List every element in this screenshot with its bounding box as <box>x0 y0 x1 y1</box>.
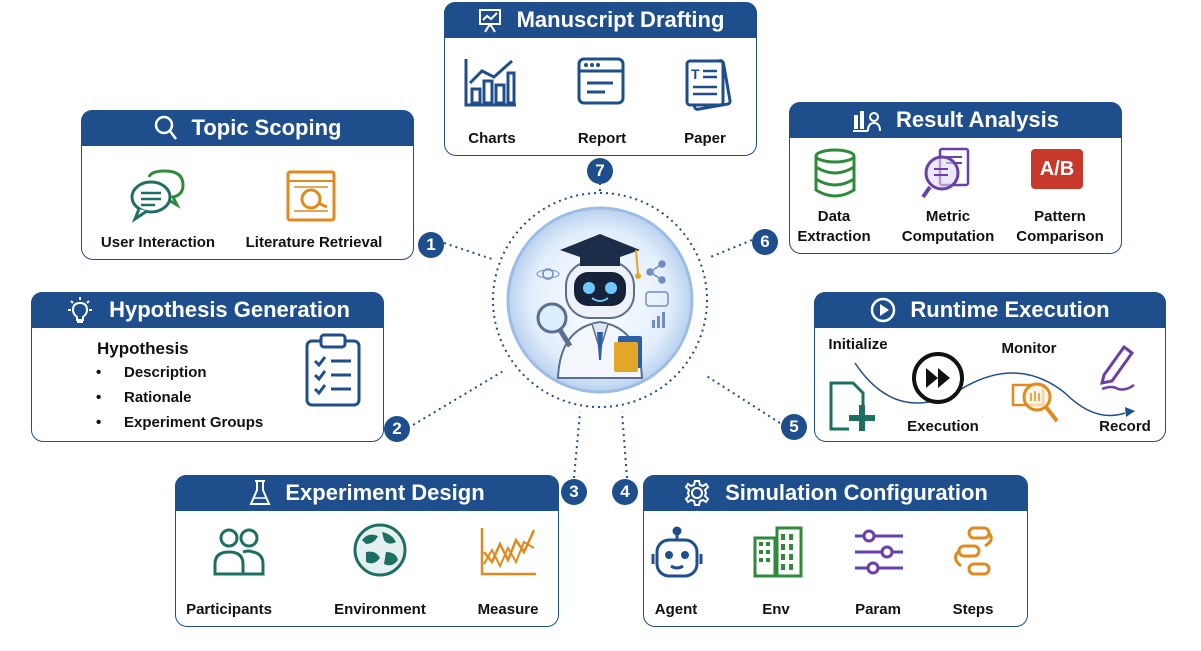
execution-label: Execution <box>907 418 979 435</box>
simulation-configuration-title: Simulation Configuration <box>725 480 988 505</box>
hypothesis-bullet-list: Description Rationale Experiment Groups <box>96 360 263 435</box>
buildings-icon <box>753 526 803 578</box>
bullet-experiment-groups: Experiment Groups <box>96 410 263 435</box>
result-analysis-title: Result Analysis <box>895 107 1060 132</box>
result-analysis-panel: Result Analysis A/B Data Extraction Metr… <box>789 102 1122 254</box>
magnifier-icon <box>154 115 177 140</box>
literature-retrieval-label: Literature Retrieval <box>245 234 383 251</box>
experiment-design-header: Experiment Design <box>175 475 559 511</box>
hypothesis-generation-title: Hypothesis Generation <box>109 297 350 322</box>
hypothesis-heading: Hypothesis <box>97 339 189 358</box>
manuscript-drafting-title: Manuscript Drafting <box>516 7 725 32</box>
charts-label: Charts <box>468 130 516 147</box>
simulation-configuration-header: Simulation Configuration <box>643 475 1028 511</box>
report-label: Report <box>577 130 627 147</box>
runtime-execution-panel: Runtime Execution Initialize Execution M… <box>814 292 1166 442</box>
metric-magnifier-icon <box>921 147 970 199</box>
execution-flow-curve <box>854 362 1135 417</box>
data-extraction-label: Data Extraction <box>797 208 871 245</box>
bullet-description: Description <box>96 360 263 385</box>
steps-label: Steps <box>952 601 994 618</box>
robot-icon <box>651 526 703 578</box>
step-number-3: 3 <box>561 479 587 505</box>
gear-icon <box>684 480 710 506</box>
experiment-design-panel: Experiment Design Participants Environme… <box>175 475 559 627</box>
robot-scientist-icon <box>506 206 694 394</box>
manuscript-drafting-panel: Manuscript Drafting T Charts Report Pape… <box>444 2 757 156</box>
manuscript-drafting-header: Manuscript Drafting <box>444 2 757 38</box>
database-icon <box>814 148 856 198</box>
step-number-7: 7 <box>587 158 613 184</box>
monitor-magnifier-icon <box>1011 382 1059 423</box>
line-chart-icon <box>480 528 536 576</box>
topic-scoping-title: Topic Scoping <box>191 115 342 140</box>
param-label: Param <box>855 601 901 618</box>
bar-line-chart-icon <box>464 59 516 107</box>
measure-label: Measure <box>477 601 539 618</box>
globe-icon <box>353 523 407 577</box>
env-label: Env <box>762 601 790 618</box>
environment-label: Environment <box>334 601 426 618</box>
flask-icon <box>249 480 271 505</box>
user-interaction-label: User Interaction <box>100 234 216 251</box>
bar-chart-person-icon <box>852 111 881 132</box>
chat-bubbles-icon <box>130 169 185 223</box>
hypothesis-generation-header: Hypothesis Generation <box>31 292 384 328</box>
paper-document-icon: T <box>685 59 732 111</box>
step-number-1: 1 <box>418 232 444 258</box>
participants-label: Participants <box>186 601 272 618</box>
hypothesis-generation-panel: Hypothesis Generation Hypothesis Descrip… <box>31 292 384 442</box>
pattern-comparison-label: Pattern Comparison <box>1016 208 1104 245</box>
new-file-icon <box>829 381 875 431</box>
agent-label: Agent <box>654 601 698 618</box>
document-search-icon <box>286 170 336 222</box>
paper-label: Paper <box>684 130 726 147</box>
result-analysis-header: Result Analysis <box>789 102 1122 138</box>
step-number-5: 5 <box>781 414 807 440</box>
pen-icon <box>1099 344 1135 391</box>
initialize-label: Initialize <box>828 336 888 353</box>
runtime-execution-header: Runtime Execution <box>814 292 1166 328</box>
bullet-rationale: Rationale <box>96 385 263 410</box>
play-icon <box>871 297 896 323</box>
step-number-4: 4 <box>612 479 638 505</box>
simulation-configuration-panel: Simulation Configuration Agent Env <box>643 475 1028 627</box>
topic-scoping-header: Topic Scoping <box>81 110 414 146</box>
sliders-icon <box>855 529 903 575</box>
record-label: Record <box>1099 418 1151 435</box>
lightbulb-icon <box>68 297 93 323</box>
runtime-execution-title: Runtime Execution <box>910 297 1110 322</box>
topic-scoping-panel: Topic Scoping User Interaction Literatur… <box>81 110 414 260</box>
ab-compare-icon: A/B <box>1031 149 1083 189</box>
monitor-label: Monitor <box>1001 340 1057 357</box>
flow-steps-icon <box>954 526 993 576</box>
metric-computation-label: Metric Computation <box>901 208 995 245</box>
fast-forward-icon <box>912 352 964 404</box>
presentation-chart-icon <box>478 9 501 33</box>
step-number-2: 2 <box>384 416 410 442</box>
people-icon <box>213 528 265 576</box>
experiment-design-title: Experiment Design <box>285 480 485 505</box>
report-window-icon <box>577 57 625 105</box>
svg-text:T: T <box>691 66 700 82</box>
step-number-6: 6 <box>752 229 778 255</box>
clipboard-checklist-icon <box>305 333 361 407</box>
